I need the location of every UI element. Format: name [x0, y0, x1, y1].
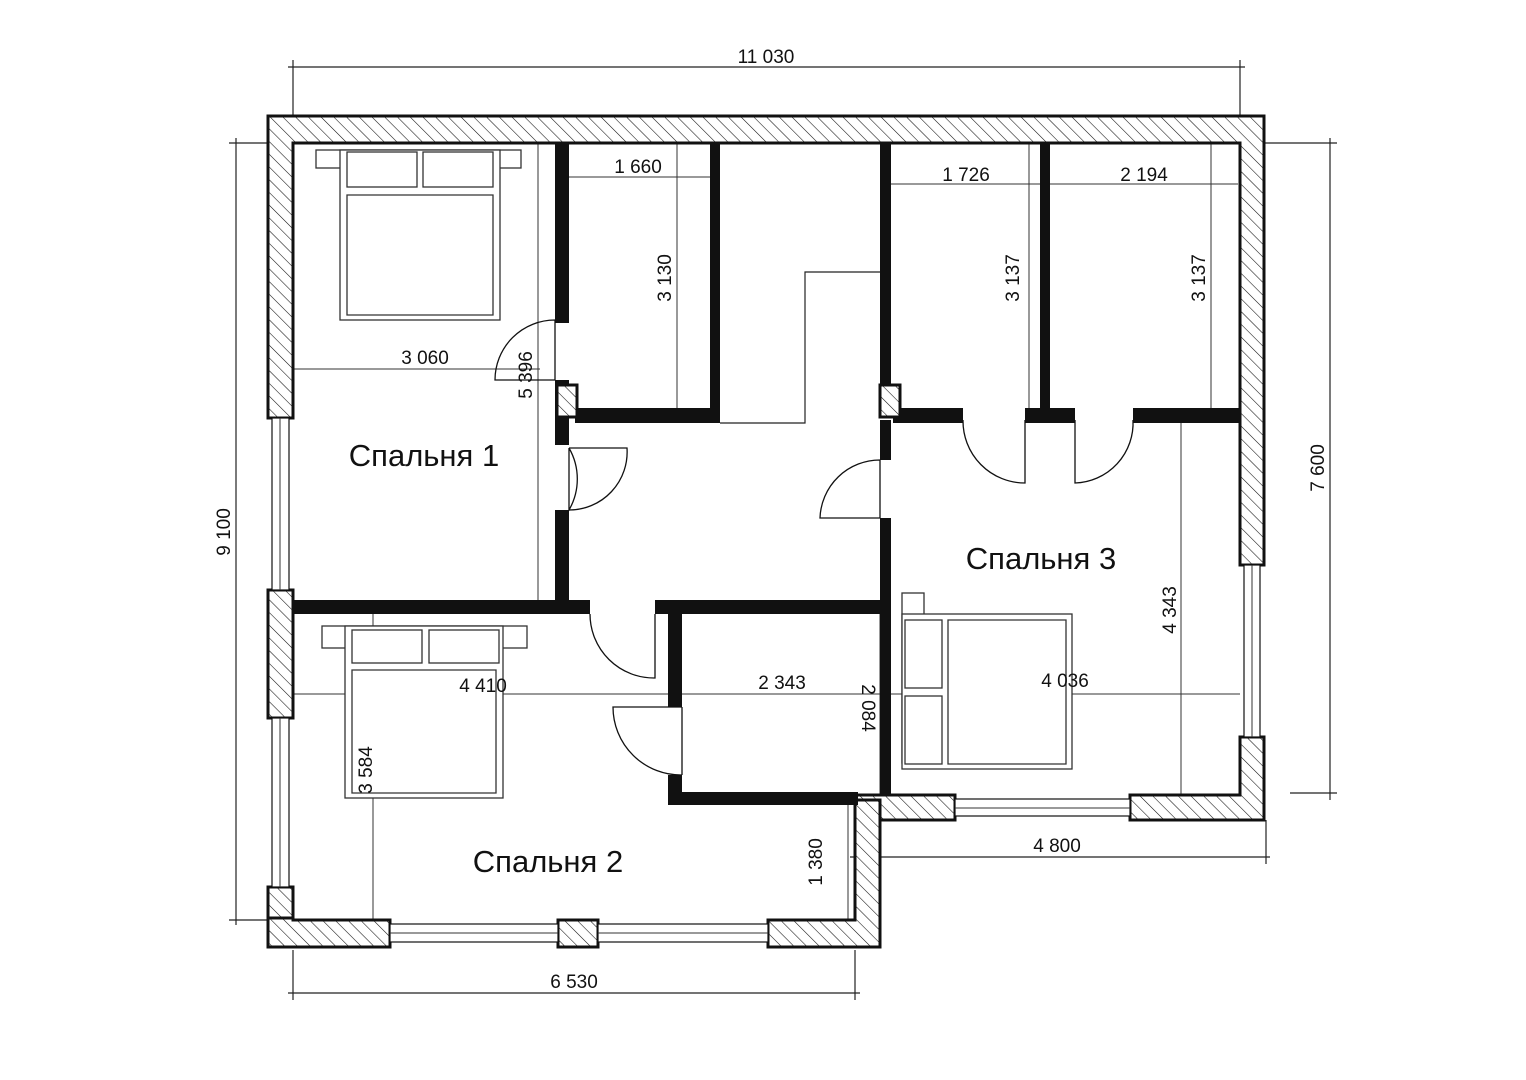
dim-bedroom3-height: 4 343	[1160, 586, 1181, 634]
bed-icon	[321, 625, 528, 799]
dim-bedroom2-height: 3 584	[356, 746, 377, 794]
dim-closet1-height: 3 130	[655, 254, 676, 302]
dim-closet3-height: 3 137	[1189, 254, 1210, 302]
dim-closet2-width: 1 726	[942, 165, 990, 186]
dim-total-width: 11 030	[738, 47, 795, 68]
dim-total-height: 9 100	[214, 508, 235, 556]
dim-bedroom3-width: 4 036	[1041, 671, 1089, 692]
room-label-bedroom1: Спальня 1	[349, 438, 499, 473]
dim-bedroom1-height: 5 396	[516, 351, 537, 399]
dim-closet3-width: 2 194	[1120, 165, 1168, 186]
bed-icon	[315, 149, 522, 321]
room-label-bedroom3: Спальня 3	[966, 541, 1116, 576]
dim-step-height: 1 380	[806, 838, 827, 886]
dim-bath-width: 2 343	[758, 673, 806, 694]
dim-bottom-right-width: 4 800	[1033, 836, 1081, 857]
dim-right-height: 7 600	[1308, 444, 1329, 492]
dimension-lines	[229, 60, 1337, 1000]
bed-icon	[901, 592, 1073, 770]
dim-bottom-left-width: 6 530	[550, 972, 598, 993]
dim-bedroom2-width: 4 410	[459, 676, 507, 697]
room-labels: Спальня 1 Спальня 2 Спальня 3	[349, 438, 1116, 879]
dim-closet2-height: 3 137	[1003, 254, 1024, 302]
dimension-labels: 11 030 6 530 4 800 9 100 7 600 1 380 1 6…	[214, 47, 1329, 993]
dim-closet1-width: 1 660	[614, 157, 662, 178]
doors	[494, 319, 1134, 776]
dim-bedroom1-width: 3 060	[401, 348, 449, 369]
furniture	[315, 149, 1073, 799]
walls	[266, 114, 1266, 949]
room-label-bedroom2: Спальня 2	[473, 844, 623, 879]
dim-bath-height: 2 084	[857, 684, 878, 732]
